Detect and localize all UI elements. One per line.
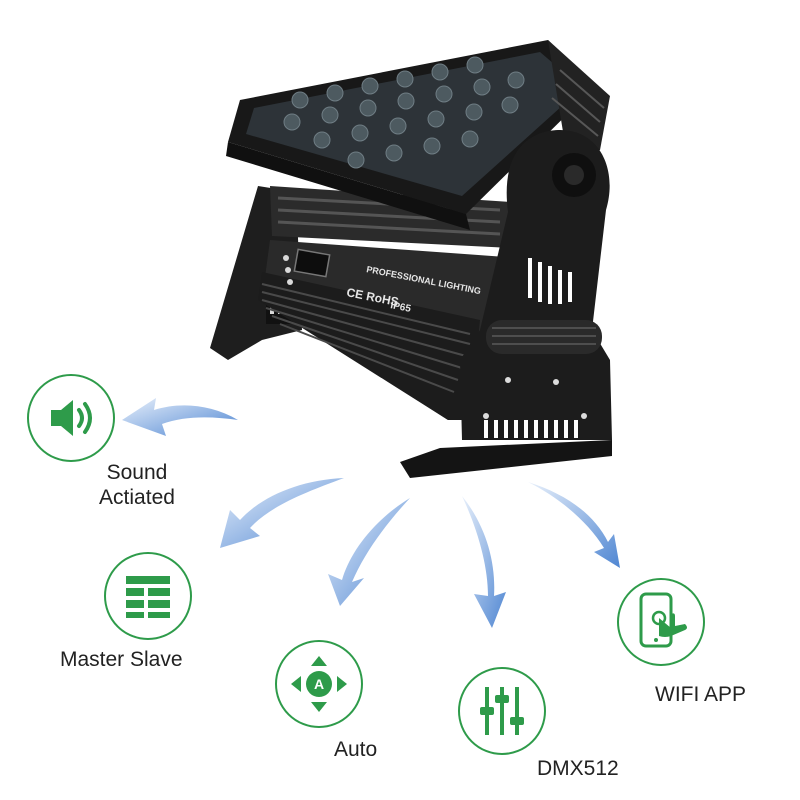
master-slave-label: Master Slave [60,648,183,671]
auto-badge: A [275,640,363,728]
sound-activated-label: Sound Actiated [99,461,175,509]
wifi-app-label: WIFI APP [655,683,747,706]
arrow-to-dmx [462,496,506,628]
sound-activated-badge [27,374,115,462]
sliders-icon [480,687,524,735]
tilt-knob [552,153,596,197]
arrow-to-wifi-app [528,482,620,568]
phone-tap-icon [639,592,687,648]
dmx512-badge [458,667,546,755]
wifi-app-badge [617,578,705,666]
arrow-to-auto [328,498,410,606]
dmx512-label: DMX512 [537,757,619,780]
speaker-icon [51,400,92,436]
direction-pad-icon: A [291,656,347,712]
auto-label: Auto [334,738,378,761]
arrow-to-sound [122,398,238,436]
grid-list-icon [126,576,170,618]
svg-text:A: A [314,676,324,692]
arrow-to-master-slave [220,478,344,548]
master-slave-badge [104,552,192,640]
ip-rating-text: IP65 [389,300,412,315]
